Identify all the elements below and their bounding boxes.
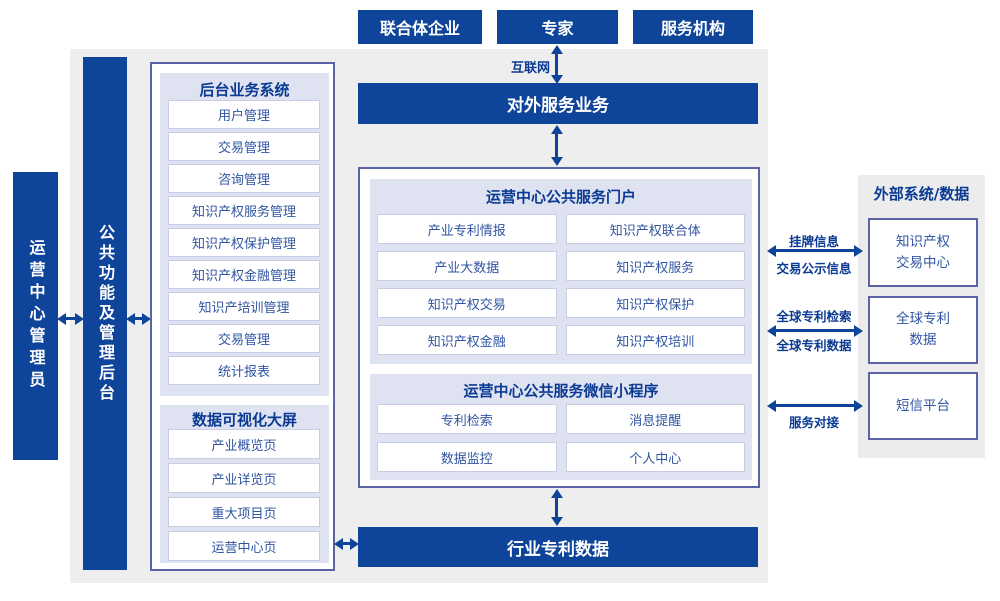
backend-business-items: 用户管理 交易管理 咨询管理 知识产权服务管理 知识产权保护管理 知识产权金融管… bbox=[168, 100, 320, 385]
portal-item: 知识产权交易 bbox=[377, 288, 557, 318]
service-to-portal-double-arrow bbox=[555, 134, 558, 157]
service-connect-label: 服务对接 bbox=[788, 415, 839, 430]
portal-items: 产业专利情报 知识产权联合体 产业大数据 知识产权服务 知识产权交易 知识产权保… bbox=[377, 214, 745, 355]
trade-publicity-label: 交易公示信息 bbox=[776, 261, 852, 276]
miniprogram-item: 数据监控 bbox=[377, 442, 557, 472]
global-patent-data-label: 全球专利数据 bbox=[776, 338, 852, 353]
backend-item: 用户管理 bbox=[168, 100, 320, 129]
backend-item: 知识产权金融管理 bbox=[168, 260, 320, 289]
public-service-portal-title: 运营中心公共服务门户 bbox=[485, 188, 636, 206]
internet-double-arrow bbox=[555, 54, 558, 75]
industry-patent-data-label: 行业专利数据 bbox=[507, 539, 609, 560]
backend-item: 知识产权保护管理 bbox=[168, 228, 320, 257]
portal-item: 知识产权联合体 bbox=[565, 214, 745, 244]
global-patent-data-box: 全球专利 数据 bbox=[868, 296, 978, 364]
portal-item: 知识产权培训 bbox=[565, 325, 745, 355]
internet-label: 互联网 bbox=[510, 61, 550, 76]
portal-item: 产业大数据 bbox=[377, 251, 557, 281]
global-patent-search-label: 全球专利检索 bbox=[776, 309, 852, 324]
backend-to-leftbox-double-arrow bbox=[135, 317, 142, 320]
miniprogram-item: 专利检索 bbox=[377, 404, 557, 434]
public-functions-backend-label: 公共功能及管理后台 bbox=[96, 223, 115, 404]
dashboard-item: 运营中心页 bbox=[168, 531, 320, 561]
external-service-bar: 对外服务业务 bbox=[358, 83, 758, 124]
center-services-box: 运营中心公共服务门户 产业专利情报 知识产权联合体 产业大数据 知识产权服务 知… bbox=[358, 167, 760, 488]
external-service-label: 对外服务业务 bbox=[507, 96, 609, 116]
backend-item: 交易管理 bbox=[168, 132, 320, 161]
external-systems-title: 外部系统/数据 bbox=[873, 185, 970, 203]
portal-item: 知识产权保护 bbox=[565, 288, 745, 318]
ip-trade-center-box: 知识产权 交易中心 bbox=[868, 218, 978, 287]
miniprogram-items: 专利检索 消息提醒 数据监控 个人中心 bbox=[377, 404, 745, 472]
dashboard-item: 产业概览页 bbox=[168, 429, 320, 459]
backend-item: 交易管理 bbox=[168, 324, 320, 353]
backend-business-panel: 后台业务系统 用户管理 交易管理 咨询管理 知识产权服务管理 知识产权保护管理 … bbox=[160, 73, 329, 396]
backend-item: 知识产培训管理 bbox=[168, 292, 320, 321]
global-patent-double-arrow bbox=[776, 329, 854, 332]
listing-info-label: 挂牌信息 bbox=[788, 234, 839, 249]
portal-item: 产业专利情报 bbox=[377, 214, 557, 244]
industry-patent-data-bar: 行业专利数据 bbox=[358, 527, 758, 567]
dashboard-item: 重大项目页 bbox=[168, 497, 320, 527]
actor-label: 专家 bbox=[541, 19, 574, 38]
admin-to-backend-double-arrow bbox=[66, 317, 75, 320]
portal-item: 知识产权金融 bbox=[377, 325, 557, 355]
trade-center-double-arrow bbox=[776, 249, 854, 252]
data-visualization-title: 数据可视化大屏 bbox=[191, 411, 297, 429]
wechat-miniprogram-title: 运营中心公共服务微信小程序 bbox=[463, 382, 659, 400]
operations-admin-bar: 运营中心管理员 bbox=[13, 172, 58, 460]
portal-to-patent-data-double-arrow bbox=[555, 498, 558, 517]
portal-item: 知识产权服务 bbox=[565, 251, 745, 281]
dashboard-item: 产业详览页 bbox=[168, 463, 320, 493]
data-visualization-items: 产业概览页 产业详览页 重大项目页 运营中心页 bbox=[168, 429, 320, 561]
sms-platform-box: 短信平台 bbox=[868, 372, 978, 440]
leftbox-to-patent-data-double-arrow bbox=[343, 542, 350, 545]
left-systems-box: 后台业务系统 用户管理 交易管理 咨询管理 知识产权服务管理 知识产权保护管理 … bbox=[150, 62, 335, 571]
actor-service-agencies: 服务机构 bbox=[633, 10, 753, 44]
data-visualization-panel: 数据可视化大屏 产业概览页 产业详览页 重大项目页 运营中心页 bbox=[160, 405, 329, 563]
operations-admin-label: 运营中心管理员 bbox=[26, 239, 46, 393]
sms-platform-double-arrow bbox=[776, 404, 854, 407]
actor-label: 服务机构 bbox=[660, 19, 725, 38]
miniprogram-item: 个人中心 bbox=[565, 442, 745, 472]
public-service-portal-panel: 运营中心公共服务门户 产业专利情报 知识产权联合体 产业大数据 知识产权服务 知… bbox=[370, 179, 752, 364]
backend-item: 统计报表 bbox=[168, 356, 320, 385]
actor-experts: 专家 bbox=[497, 10, 618, 44]
wechat-miniprogram-panel: 运营中心公共服务微信小程序 专利检索 消息提醒 数据监控 个人中心 bbox=[370, 374, 752, 480]
miniprogram-item: 消息提醒 bbox=[565, 404, 745, 434]
backend-item: 知识产权服务管理 bbox=[168, 196, 320, 225]
backend-business-title: 后台业务系统 bbox=[199, 81, 290, 99]
actor-consortium-enterprises: 联合体企业 bbox=[358, 10, 482, 44]
public-functions-backend-bar: 公共功能及管理后台 bbox=[83, 57, 127, 570]
backend-item: 咨询管理 bbox=[168, 164, 320, 193]
external-systems-panel: 外部系统/数据 知识产权 交易中心 全球专利 数据 短信平台 bbox=[858, 175, 985, 458]
actor-label: 联合体企业 bbox=[379, 19, 460, 38]
